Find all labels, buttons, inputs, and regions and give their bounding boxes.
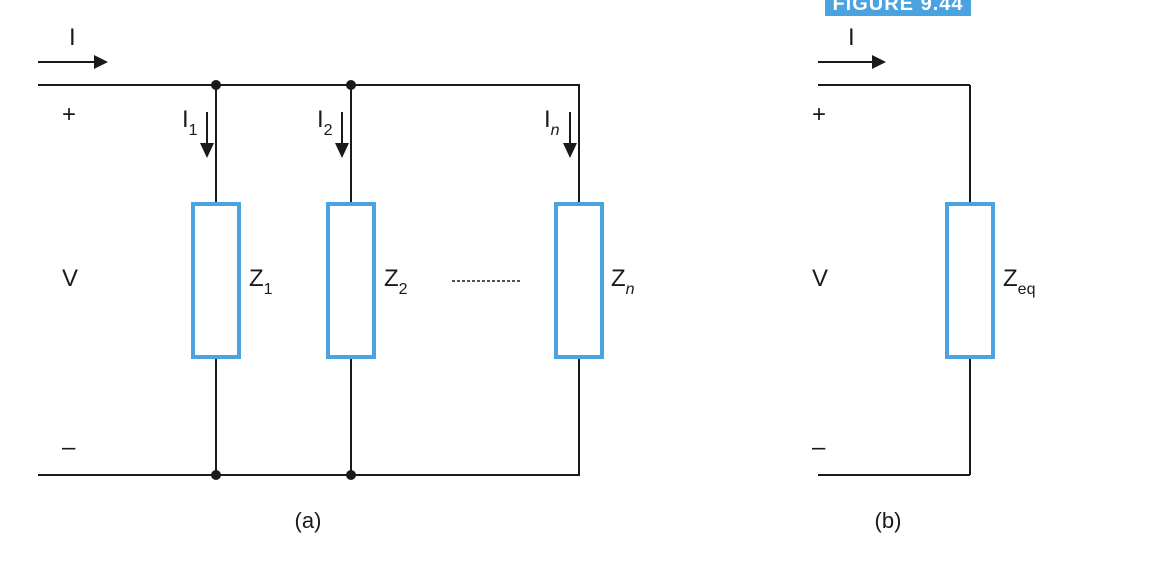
branch-n-arrowhead: [563, 143, 577, 158]
node-top-1: [211, 80, 221, 90]
caption-b: (b): [875, 508, 902, 533]
branch-2-arrowhead: [335, 143, 349, 158]
b-source-current-label: I: [848, 24, 855, 51]
impedance-z1-label: Z1: [249, 265, 273, 298]
minus-terminal-label: –: [62, 434, 76, 461]
voltage-label: V: [62, 265, 78, 292]
b-voltage-label: V: [812, 265, 828, 292]
impedance-z1-box: [191, 202, 241, 359]
branch-current-n-label: In: [544, 106, 560, 139]
impedance-z2-label: Z2: [384, 265, 408, 298]
plus-terminal-label: +: [62, 101, 76, 128]
branch-1-arrowhead: [200, 143, 214, 158]
impedance-zn-label: Zn: [611, 265, 635, 298]
impedance-zeq-box: [945, 202, 995, 359]
source-current-label: I: [69, 24, 76, 51]
b-plus-terminal-label: +: [812, 101, 826, 128]
node-top-2: [346, 80, 356, 90]
b-source-current-arrowhead: [872, 55, 886, 69]
node-bottom-2: [346, 470, 356, 480]
circuit-a-arrowheads: [94, 55, 577, 158]
branch-current-1-label: I1: [182, 106, 198, 139]
circuit-a-impedances: [191, 202, 604, 359]
caption-a: (a): [295, 508, 322, 533]
figure-tag: FIGURE 9.44: [832, 0, 963, 15]
impedance-zn-box: [554, 202, 604, 359]
impedance-z2-box: [326, 202, 376, 359]
circuit-a-nodes: [211, 80, 356, 480]
circuit-b: [818, 61, 971, 476]
circuit-a: [38, 61, 580, 476]
figure-tag-box: [825, 0, 971, 16]
branch-current-2-label: I2: [317, 106, 333, 139]
source-current-arrowhead: [94, 55, 108, 69]
b-minus-terminal-label: –: [812, 434, 826, 461]
node-bottom-1: [211, 470, 221, 480]
impedance-zeq-label: Zeq: [1003, 265, 1035, 298]
